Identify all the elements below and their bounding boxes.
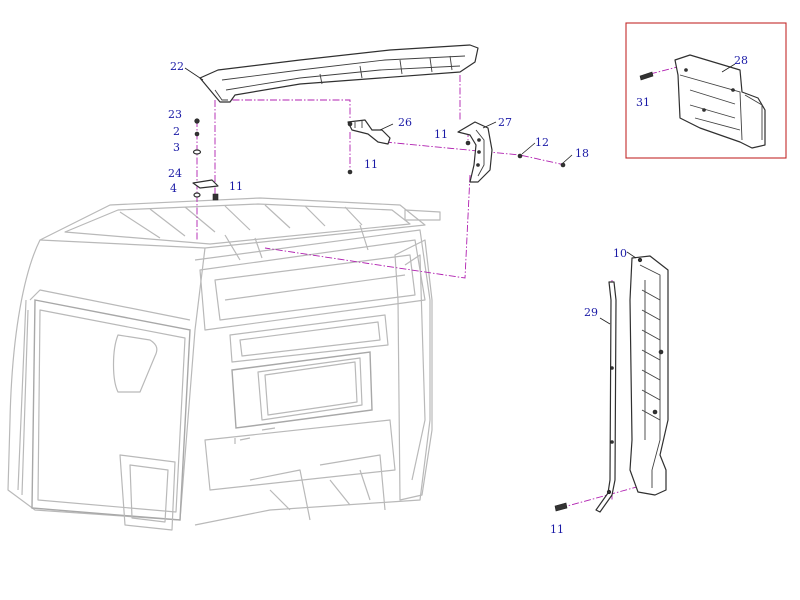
bolt-11-b-icon bbox=[347, 169, 353, 175]
callout-27: 27 bbox=[498, 116, 512, 129]
washer-2-icon bbox=[194, 131, 200, 137]
part-22-roof-cross-member bbox=[199, 44, 479, 103]
bolt-11-c-icon bbox=[465, 140, 471, 146]
screw-11-d-icon bbox=[554, 502, 568, 512]
callout-11-d: 11 bbox=[550, 523, 564, 536]
part-29-rod bbox=[554, 281, 617, 513]
callout-ticks bbox=[184, 63, 736, 325]
callout-4: 4 bbox=[170, 182, 177, 195]
part-10-pillar-trim bbox=[629, 255, 669, 496]
callout-26: 26 bbox=[398, 116, 412, 129]
callout-18: 18 bbox=[575, 147, 589, 160]
bracket-24-icon bbox=[192, 179, 219, 189]
washer-3-icon bbox=[192, 149, 202, 155]
part-26-bracket bbox=[347, 119, 391, 175]
callout-10: 10 bbox=[613, 247, 627, 260]
bolt-11-icon bbox=[212, 193, 219, 201]
inset-frame bbox=[625, 22, 787, 159]
callout-24: 24 bbox=[168, 167, 182, 180]
callout-31: 31 bbox=[636, 96, 650, 109]
callout-labels: 22 23 2 3 24 4 11 26 11 11 27 12 18 28 3… bbox=[168, 54, 748, 536]
washer-4-icon bbox=[193, 192, 201, 198]
callout-28: 28 bbox=[734, 54, 748, 67]
callout-11-b: 11 bbox=[364, 158, 378, 171]
nut-23-icon bbox=[194, 118, 200, 124]
part-27-corner-bracket bbox=[457, 121, 566, 183]
callout-23: 23 bbox=[168, 108, 182, 121]
callout-3: 3 bbox=[173, 141, 180, 154]
truck-cab-body bbox=[7, 197, 441, 531]
callout-29: 29 bbox=[584, 306, 598, 319]
callout-12: 12 bbox=[535, 136, 549, 149]
hardware-stack bbox=[192, 118, 219, 201]
callout-22: 22 bbox=[170, 60, 184, 73]
screw-18-icon bbox=[560, 162, 566, 168]
screw-31-icon bbox=[639, 71, 654, 81]
callout-11-a: 11 bbox=[229, 180, 243, 193]
callout-11-c: 11 bbox=[434, 128, 448, 141]
callout-2: 2 bbox=[173, 125, 180, 138]
inset-detail bbox=[625, 22, 787, 159]
nut-12-icon bbox=[517, 153, 523, 159]
